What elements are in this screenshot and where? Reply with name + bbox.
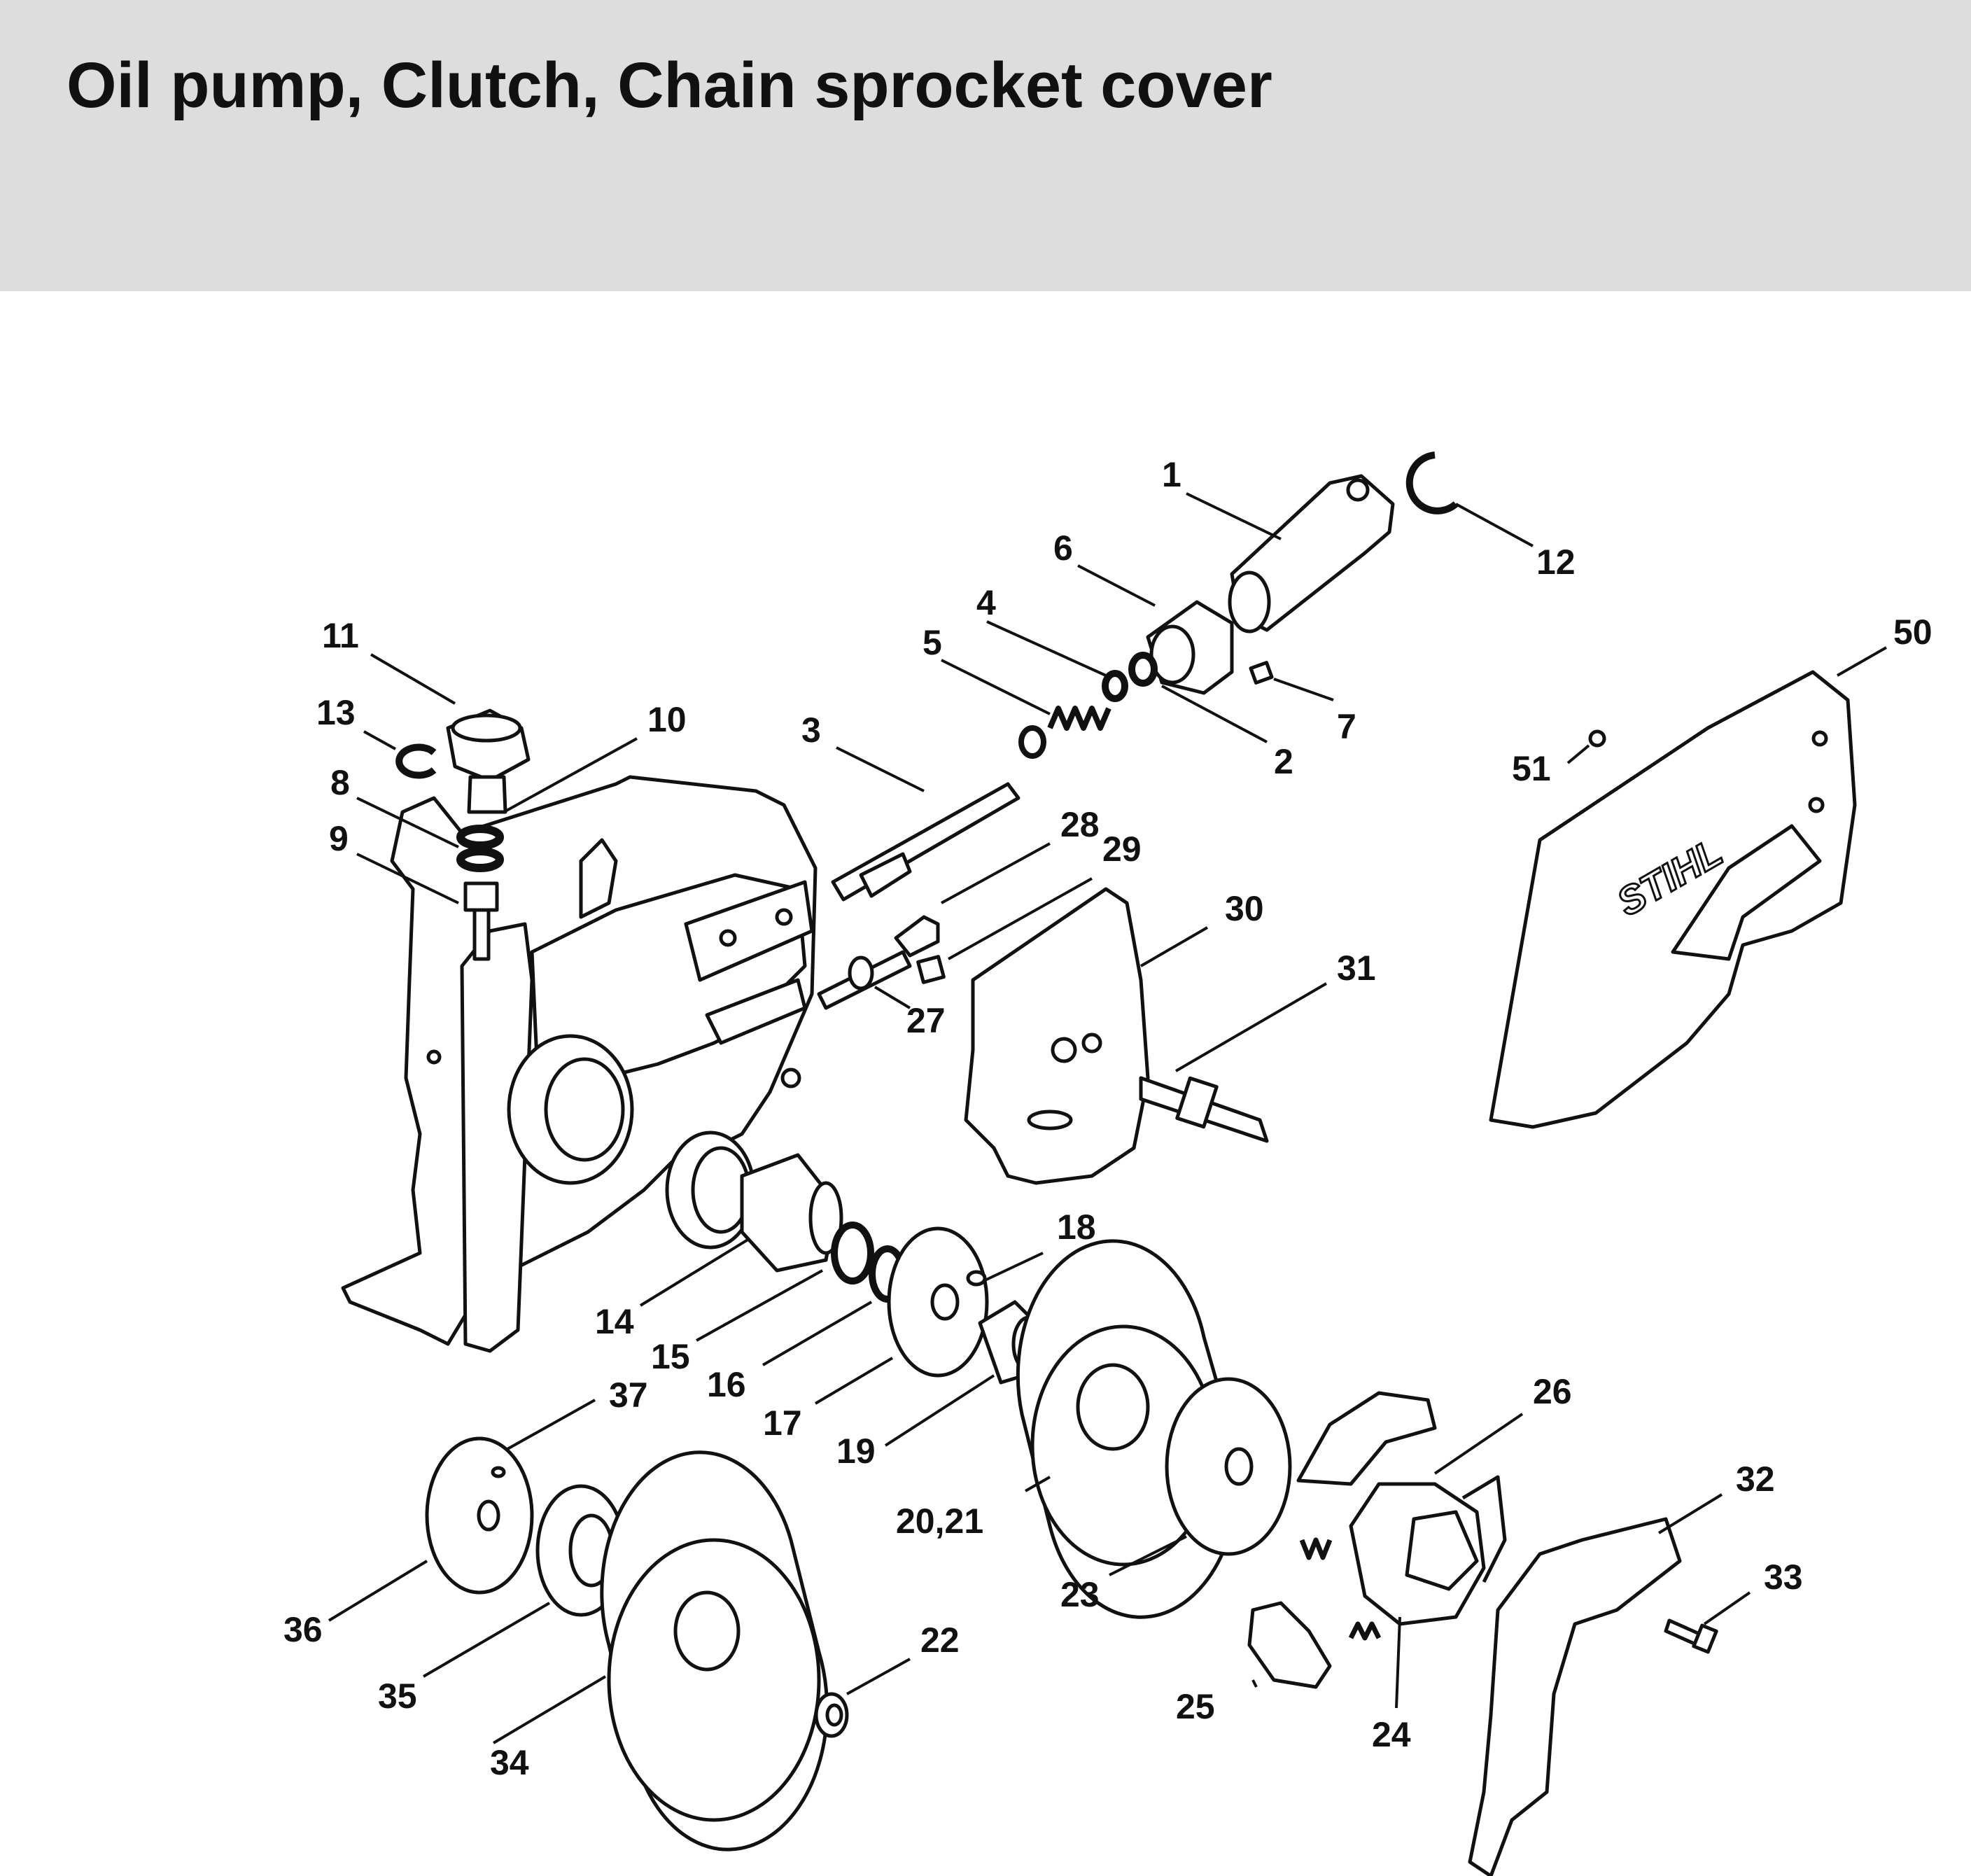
callout-28: 28 [1060, 805, 1100, 844]
callout-12: 12 [1536, 542, 1576, 582]
callout-36: 36 [283, 1610, 323, 1649]
circlip-13 [395, 743, 437, 779]
callout-25: 25 [1176, 1687, 1215, 1726]
circlip-12 [1405, 451, 1459, 514]
callout-31: 31 [1337, 948, 1376, 988]
callout-6: 6 [1053, 528, 1073, 568]
bearing-sleeve-15 [740, 1153, 843, 1273]
callout-2: 2 [1274, 742, 1293, 781]
pump-shaft-3 [831, 782, 1020, 902]
callout-11: 11 [322, 616, 359, 655]
callout-8: 8 [330, 763, 350, 802]
callout-50: 50 [1893, 612, 1933, 652]
callout-29: 29 [1102, 830, 1142, 869]
cam-sleeve-6 [1146, 600, 1234, 695]
callout-17: 17 [763, 1404, 802, 1443]
callout-9: 9 [329, 819, 349, 858]
chain-guard-32 [1468, 1517, 1682, 1876]
washer-2 [1128, 652, 1158, 687]
clutch-drum-34 [600, 1450, 829, 1851]
washer-36 [425, 1436, 534, 1595]
spring-24 [1299, 1537, 1382, 1641]
clutch-shoe-26 [1296, 1391, 1437, 1486]
callout-labels: 1 2 3 4 5 6 7 8 9 10 11 12 13 14 15 16 1… [283, 455, 1933, 1782]
sprocket-cover-50: STIHL [1489, 670, 1857, 1129]
callout-3: 3 [801, 710, 821, 750]
clutch-shoe-25 [1247, 1601, 1332, 1689]
washer-4 [1102, 670, 1128, 702]
header-banner: Oil pump, Clutch, Chain sprocket cover [0, 0, 1971, 291]
slider-29 [916, 955, 946, 984]
callout-14: 14 [595, 1302, 634, 1341]
callout-1: 1 [1162, 455, 1181, 494]
stud-31 [1139, 1076, 1269, 1143]
exploded-parts-diagram: STIHL [283, 451, 1933, 1876]
callout-33: 33 [1764, 1558, 1803, 1597]
callout-20-21: 20,21 [896, 1502, 983, 1541]
tensioner-28 [894, 915, 940, 958]
callout-51: 51 [1512, 749, 1551, 788]
callout-24: 24 [1372, 1715, 1411, 1754]
washer-17 [887, 1226, 989, 1378]
oil-tank-cap-11 [446, 708, 531, 814]
pin-37 [491, 1466, 506, 1478]
pump-housing-1 [1228, 474, 1395, 634]
callout-23: 23 [1060, 1575, 1100, 1614]
callout-35: 35 [378, 1676, 417, 1716]
nut-22 [814, 1692, 849, 1738]
callout-26: 26 [1533, 1372, 1572, 1411]
tensioner-27 [817, 950, 912, 1010]
callout-22: 22 [920, 1620, 960, 1660]
callout-4: 4 [976, 583, 996, 622]
o-ring-8 [456, 825, 504, 872]
callout-18: 18 [1057, 1208, 1096, 1247]
guide-plate-30 [964, 887, 1150, 1185]
page-title: Oil pump, Clutch, Chain sprocket cover [66, 50, 1272, 121]
clutch-hub-24 [1349, 1475, 1507, 1626]
crankcase-housing [341, 775, 818, 1353]
callout-37: 37 [609, 1376, 648, 1415]
callout-34: 34 [490, 1743, 529, 1782]
callout-5: 5 [923, 623, 942, 662]
callout-19: 19 [836, 1432, 876, 1471]
leader-lines [328, 492, 1887, 1744]
screw-51 [1588, 729, 1606, 748]
callout-16: 16 [707, 1365, 746, 1404]
callout-7: 7 [1337, 707, 1356, 746]
plug-7 [1249, 661, 1274, 685]
callout-15: 15 [651, 1337, 690, 1376]
screw-33 [1664, 1618, 1718, 1654]
callout-13: 13 [316, 693, 356, 732]
callout-32: 32 [1736, 1460, 1775, 1499]
pin-18 [966, 1270, 987, 1287]
washer-23 [1165, 1377, 1292, 1556]
spring-5 [1018, 706, 1111, 759]
valve-9 [463, 881, 499, 961]
callout-30: 30 [1225, 889, 1264, 928]
callout-10: 10 [647, 700, 687, 739]
callout-27: 27 [906, 1001, 946, 1040]
